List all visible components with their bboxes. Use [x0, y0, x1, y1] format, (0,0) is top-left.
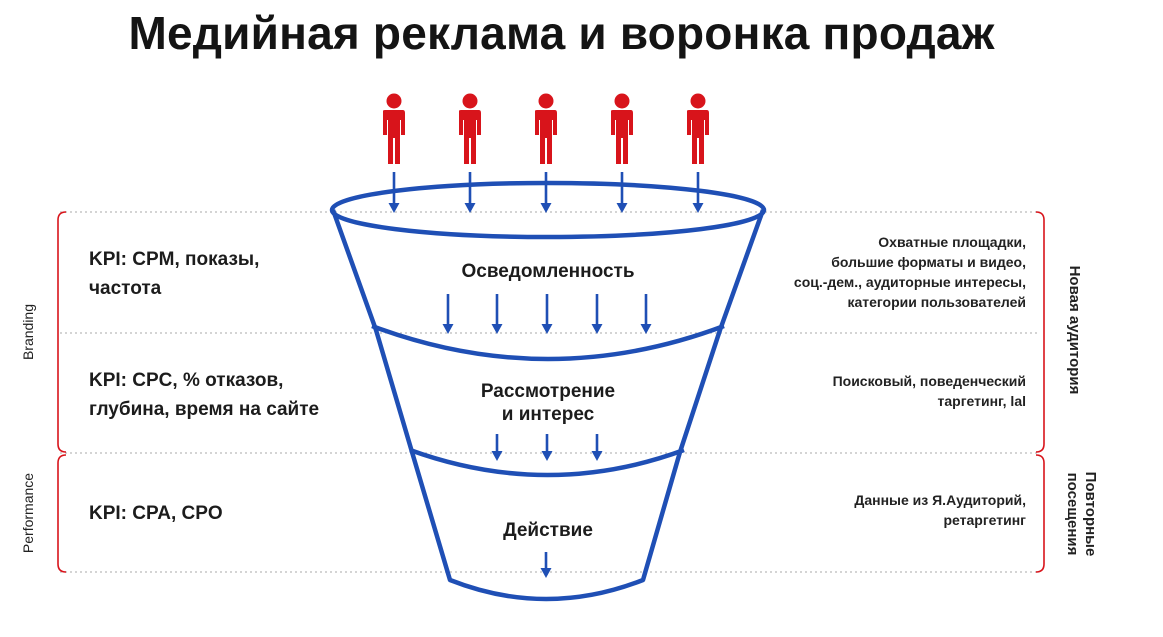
kpi-consideration: KPI: CPC, % отказов, глубина, время на с… — [89, 366, 389, 424]
group-repeat-visits-line-1: Повторные — [1082, 471, 1099, 557]
stage-consideration-line-2: и интерес — [501, 404, 595, 425]
note-awareness-line-2: большие форматы и видео, — [831, 254, 1026, 270]
person-icon — [459, 93, 481, 164]
bracket-repeat-visits — [1035, 454, 1045, 573]
funnel — [329, 180, 767, 602]
group-repeat-visits-label: Повторные посещения — [1059, 459, 1099, 569]
arrow-down-icon — [442, 294, 454, 334]
arrow-down-icon — [491, 294, 503, 334]
arrow-down-icon — [591, 294, 603, 334]
arrow-down-icon — [616, 172, 628, 213]
arrow-down-icon — [464, 172, 476, 213]
right-brackets — [1035, 211, 1045, 573]
stage-awareness-text: Осведомленность — [461, 261, 635, 282]
note-action-line-2: ретаргетинг — [943, 512, 1026, 528]
arrow-down-icon — [541, 434, 553, 461]
group-repeat-visits-line-2: посещения — [1064, 472, 1081, 556]
stage-consideration-label: Рассмотрение и интерес — [398, 380, 698, 426]
funnel-body — [330, 209, 766, 602]
kpi-awareness: KPI: CPM, показы, частота — [89, 245, 379, 303]
arrow-down-icon — [491, 434, 503, 461]
kpi-action-line-1: KPI: CPA, CPO — [89, 503, 223, 524]
note-consideration-line-2: таргетинг, lal — [937, 393, 1027, 409]
note-consideration-line-1: Поисковый, поведенческий — [832, 373, 1026, 389]
kpi-consideration-line-2: глубина, время на сайте — [89, 399, 320, 420]
kpi-consideration-line-1: KPI: CPC, % отказов, — [89, 370, 284, 391]
person-icon — [611, 93, 633, 164]
stage-awareness-label: Осведомленность — [398, 260, 698, 283]
kpi-action: KPI: CPA, CPO — [89, 499, 379, 528]
arrow-down-icon — [540, 172, 552, 213]
stage-action-label: Действие — [398, 519, 698, 542]
kpi-awareness-line-2: частота — [89, 278, 162, 299]
note-awareness-line-1: Охватные площадки, — [878, 234, 1026, 250]
bracket-new-audience — [1035, 211, 1045, 453]
funnel-ring-1 — [371, 323, 725, 362]
group-branding-label: Branding — [20, 303, 36, 361]
arrow-down-icon — [591, 434, 603, 461]
funnel-top-rim — [329, 180, 767, 240]
note-action-line-1: Данные из Я.Аудиторий, — [854, 492, 1026, 508]
funnel-ring-2 — [409, 447, 685, 478]
stage-consideration-line-1: Рассмотрение — [480, 381, 616, 402]
group-performance-label: Performance — [20, 472, 36, 554]
funnel-arrows — [388, 172, 704, 578]
kpi-awareness-line-1: KPI: CPM, показы, — [89, 249, 260, 270]
left-brackets — [57, 211, 67, 573]
note-consideration: Поисковый, поведенческий таргетинг, lal — [730, 371, 1026, 411]
note-awareness: Охватные площадки, большие форматы и вид… — [730, 232, 1026, 312]
person-icon — [535, 93, 557, 164]
note-awareness-line-3: соц.-дем., аудиторные интересы, — [793, 274, 1026, 290]
bracket-branding — [57, 211, 67, 453]
arrow-down-icon — [640, 294, 652, 334]
persons-row — [383, 93, 709, 164]
note-awareness-line-4: категории пользователей — [847, 294, 1026, 310]
arrow-down-icon — [540, 552, 552, 578]
note-action: Данные из Я.Аудиторий, ретаргетинг — [730, 490, 1026, 530]
arrow-down-icon — [692, 172, 704, 213]
person-icon — [687, 93, 709, 164]
person-icon — [383, 93, 405, 164]
arrow-down-icon — [388, 172, 400, 213]
bracket-performance — [57, 454, 67, 573]
stage-action-text: Действие — [503, 520, 593, 541]
page-title: Медийная реклама и воронка продаж — [128, 7, 995, 59]
group-new-audience-label: Новая аудитория — [1066, 265, 1083, 395]
arrow-down-icon — [541, 294, 553, 334]
